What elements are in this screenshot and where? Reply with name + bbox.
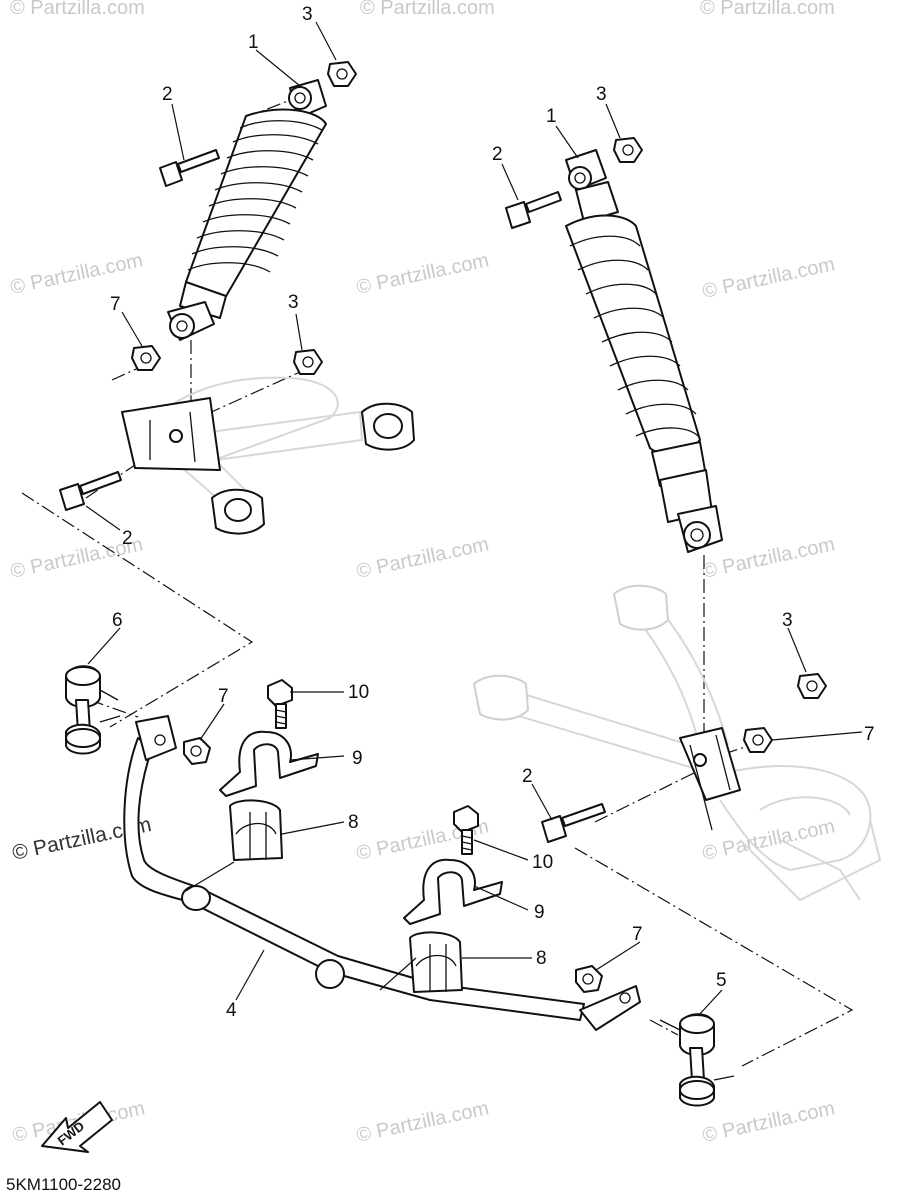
callout-2: 2 xyxy=(122,528,133,549)
nut-3-right-arm xyxy=(797,673,827,699)
nut-7-bar-upper xyxy=(183,737,211,765)
bushing-lower xyxy=(409,931,463,993)
callout-2: 2 xyxy=(162,84,173,105)
callout-5: 5 xyxy=(716,970,727,991)
callout-3: 3 xyxy=(288,292,299,313)
watermark: © Partzilla.com xyxy=(360,0,495,19)
diagram-code: 5KM1100-2280 xyxy=(6,1175,121,1194)
nut-7-left xyxy=(131,345,161,371)
watermark: © Partzilla.com xyxy=(354,1097,490,1147)
callout-6: 6 xyxy=(112,610,123,631)
nut-3-upper-left xyxy=(327,61,357,87)
right-fasteners xyxy=(505,137,827,843)
callout-1: 1 xyxy=(248,32,259,53)
callout-7: 7 xyxy=(864,724,875,745)
callout-10: 10 xyxy=(532,852,553,873)
callout-9: 9 xyxy=(352,748,363,769)
callout-2: 2 xyxy=(492,144,503,165)
bolt-10-lower xyxy=(453,805,479,855)
nut-7-bar-lower xyxy=(575,965,603,993)
callout-labels: 1 2 3 7 3 2 1 2 3 3 7 2 6 7 10 9 8 10 9 … xyxy=(110,4,875,1021)
bolt-2-right-arm xyxy=(541,803,606,843)
callout-3: 3 xyxy=(596,84,607,105)
watermark: © Partzilla.com xyxy=(10,0,145,19)
right-lower-arm xyxy=(472,584,882,902)
watermark: © Partzilla.com xyxy=(354,249,490,299)
fwd-arrow-icon: FWD xyxy=(41,1101,113,1153)
nut-3-left-lower xyxy=(293,349,323,375)
nut-3-upper-right xyxy=(613,137,643,163)
left-fasteners xyxy=(59,61,357,511)
callout-7: 7 xyxy=(632,924,643,945)
callout-7: 7 xyxy=(218,686,229,707)
leader-lines xyxy=(85,21,863,1017)
watermark: © Partzilla.com xyxy=(354,533,490,583)
bushing-upper xyxy=(229,799,283,861)
callout-10: 10 xyxy=(348,682,369,703)
bracket-lower xyxy=(403,858,503,925)
watermark: © Partzilla.com xyxy=(700,253,836,303)
callout-7: 7 xyxy=(110,294,121,315)
callout-8: 8 xyxy=(348,812,359,833)
stabilizer-link-5 xyxy=(659,1013,735,1107)
callout-9: 9 xyxy=(534,902,545,923)
right-shock-absorber xyxy=(565,149,723,553)
bolt-2-left-lower xyxy=(59,471,122,511)
bolt-2-upper-left xyxy=(159,149,220,187)
bracket-upper xyxy=(219,730,319,797)
stabilizer-bar xyxy=(123,715,641,1031)
nut-7-right-arm xyxy=(743,727,773,753)
callout-8: 8 xyxy=(536,948,547,969)
left-lower-arm xyxy=(121,376,415,535)
bolt-10-upper xyxy=(267,679,293,729)
callout-3: 3 xyxy=(302,4,313,25)
callout-4: 4 xyxy=(226,1000,237,1021)
watermark: © Partzilla.com xyxy=(700,1097,836,1147)
callout-2: 2 xyxy=(522,766,533,787)
assembly-reference-lines xyxy=(21,99,854,1067)
watermark: © Partzilla.com xyxy=(8,249,144,299)
callout-3: 3 xyxy=(782,610,793,631)
stabilizer-link-6 xyxy=(65,665,121,755)
callout-1: 1 xyxy=(546,106,557,127)
watermark: © Partzilla.com xyxy=(700,0,835,19)
left-shock-absorber xyxy=(167,79,327,341)
bolt-2-upper-right xyxy=(505,191,562,229)
